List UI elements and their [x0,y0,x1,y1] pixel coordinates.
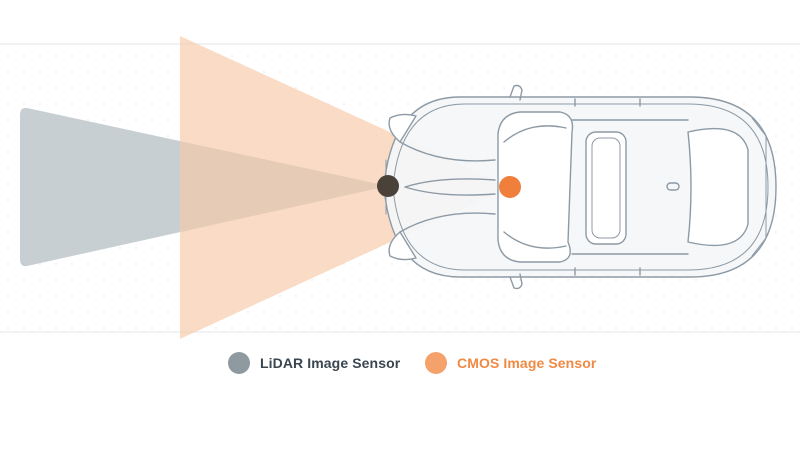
legend-item-lidar: LiDAR Image Sensor [228,352,400,374]
lidar-sensor-dot [377,175,399,197]
legend-label-cmos: CMOS Image Sensor [457,355,597,371]
cmos-sensor-dot [499,176,521,198]
cmos-swatch-icon [425,352,447,374]
car-top-view-icon [383,84,777,290]
legend: LiDAR Image Sensor CMOS Image Sensor [0,352,800,378]
lidar-swatch-icon [228,352,250,374]
cmos-beam [180,36,510,339]
legend-item-cmos: CMOS Image Sensor [425,352,596,374]
legend-label-lidar: LiDAR Image Sensor [260,355,401,371]
